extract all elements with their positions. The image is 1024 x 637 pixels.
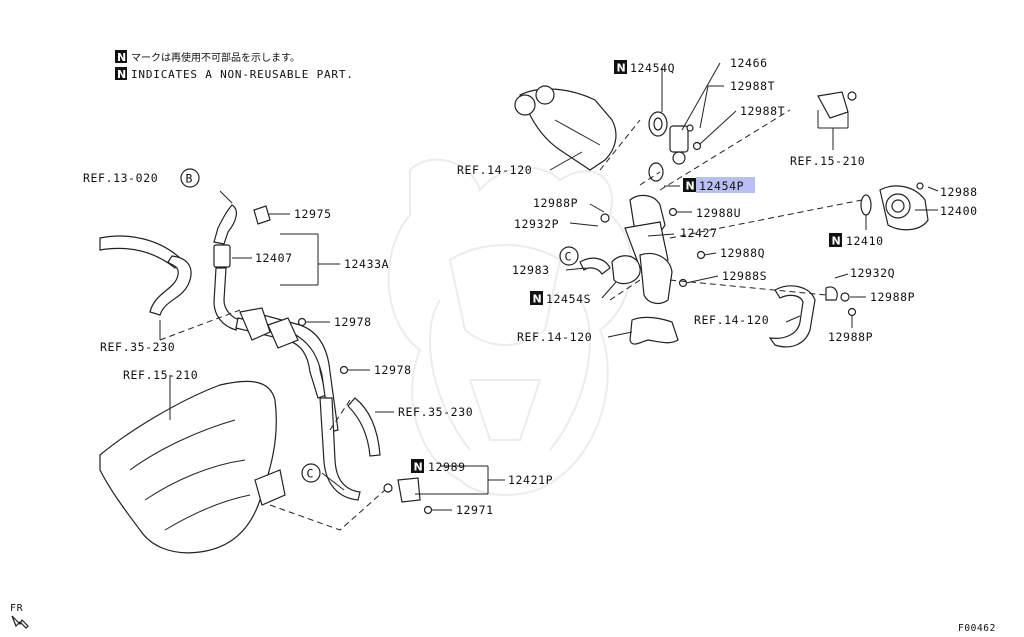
fr-label: FR xyxy=(10,603,24,614)
label-12410: 12410 xyxy=(846,234,884,248)
label-ref-15-210-left: REF.15-210 xyxy=(123,368,198,382)
legend-mark-1: N xyxy=(117,51,126,64)
label-12988: 12988 xyxy=(940,185,978,199)
label-12989: 12989 xyxy=(428,460,466,474)
label-12421P: 12421P xyxy=(508,473,553,487)
legend: N マークは再使用不可部品を示します。 N INDICATES A NON-RE… xyxy=(115,50,354,81)
label-12978-b: 12978 xyxy=(374,363,412,377)
left-assembly xyxy=(99,204,433,554)
callout-c-low: C xyxy=(301,463,321,483)
callout-c-low-label: C xyxy=(307,467,315,481)
label-12988T-b: 12988T xyxy=(740,104,785,118)
label-ref-15-210-top: REF.15-210 xyxy=(790,154,865,168)
label-12932Q: 12932Q xyxy=(850,266,895,280)
legend-english: INDICATES A NON-REUSABLE PART. xyxy=(131,68,354,81)
svg-text:N: N xyxy=(832,235,841,248)
label-12466: 12466 xyxy=(730,56,768,70)
label-12988Q: 12988Q xyxy=(720,246,765,260)
svg-text:N: N xyxy=(533,293,542,306)
callout-b: B xyxy=(180,168,200,188)
part-labels: 12454Q 12466 12988T 12988T REF.15-210 RE… xyxy=(83,56,978,517)
label-12988T-a: 12988T xyxy=(730,79,775,93)
callout-c-mid: C xyxy=(559,246,579,266)
label-12988P-c: 12988P xyxy=(828,330,873,344)
right-assembly xyxy=(514,85,929,348)
svg-text:N: N xyxy=(617,62,626,75)
label-12400: 12400 xyxy=(940,204,978,218)
label-12427: 12427 xyxy=(680,226,718,240)
callout-c-mid-label: C xyxy=(565,250,573,264)
watermark xyxy=(387,158,633,496)
callout-b-label: B xyxy=(186,172,194,186)
label-ref-14-120-mid: REF.14-120 xyxy=(694,313,769,327)
label-ref-14-120-top: REF.14-120 xyxy=(457,163,532,177)
label-12454S: 12454S xyxy=(546,292,591,306)
leader-lines xyxy=(159,62,939,531)
legend-japanese: マークは再使用不可部品を示します。 xyxy=(131,51,300,64)
front-direction-indicator: FR xyxy=(10,603,29,629)
n-marks: N N N N N xyxy=(411,60,842,474)
fr-arrow-icon xyxy=(11,615,29,629)
label-12407: 12407 xyxy=(255,251,293,265)
label-ref-14-120-low: REF.14-120 xyxy=(517,330,592,344)
label-12433A: 12433A xyxy=(344,257,389,271)
label-12971: 12971 xyxy=(456,503,494,517)
label-ref-35-230-left: REF.35-230 xyxy=(100,340,175,354)
legend-mark-2: N xyxy=(117,68,126,81)
figure-id: F00462 xyxy=(958,623,996,634)
svg-text:N: N xyxy=(414,461,423,474)
label-12988P-a: 12988P xyxy=(533,196,578,210)
label-12988S: 12988S xyxy=(722,269,767,283)
label-12975: 12975 xyxy=(294,207,332,221)
svg-text:N: N xyxy=(686,180,695,193)
label-12932P: 12932P xyxy=(514,217,559,231)
label-ref-13-020: REF.13-020 xyxy=(83,171,158,185)
label-12454P: 12454P xyxy=(699,179,744,193)
label-12454Q: 12454Q xyxy=(630,61,675,75)
label-ref-35-230-mid: REF.35-230 xyxy=(398,405,473,419)
label-12978-a: 12978 xyxy=(334,315,372,329)
label-12983: 12983 xyxy=(512,263,550,277)
label-12988U: 12988U xyxy=(696,206,741,220)
label-12988P-b: 12988P xyxy=(870,290,915,304)
